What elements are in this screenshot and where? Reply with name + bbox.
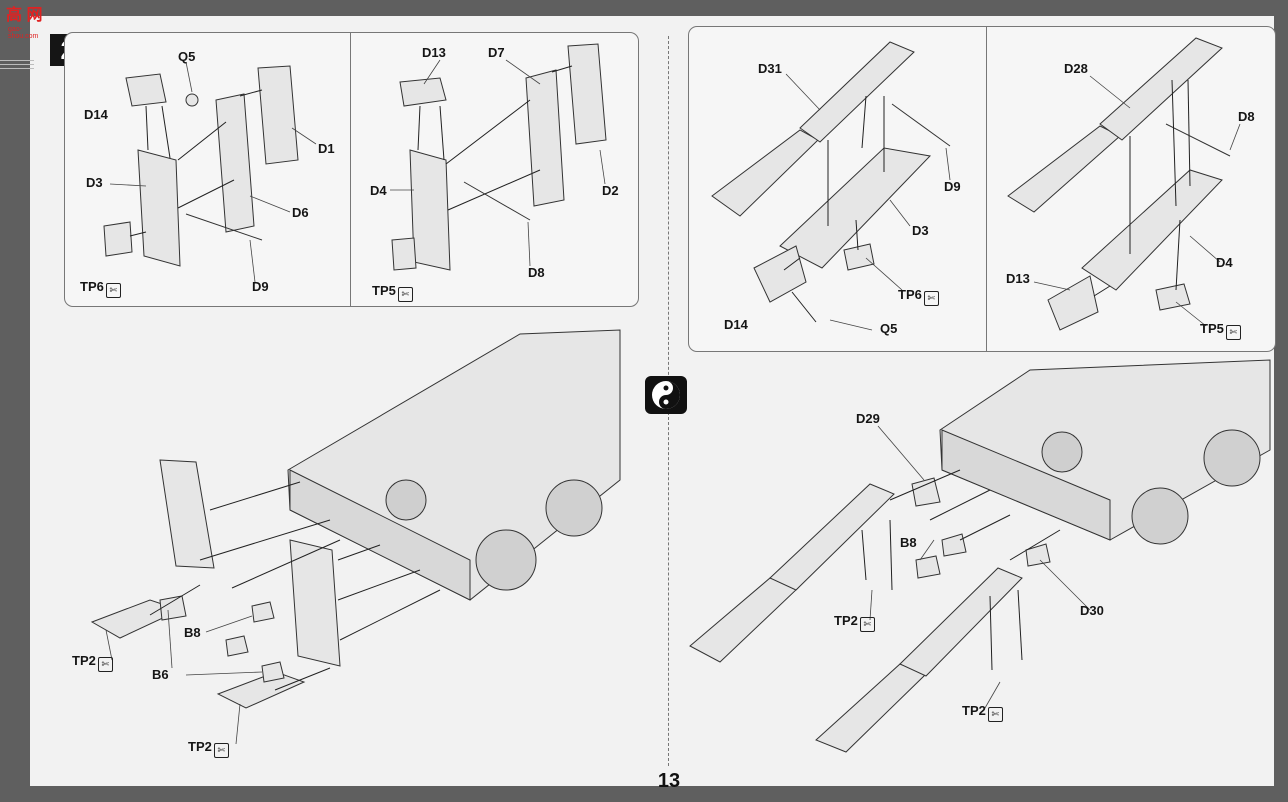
panel2-parts xyxy=(391,43,607,271)
callout-d8: D8 xyxy=(528,265,545,280)
panel3-parts xyxy=(711,41,951,303)
callout-b8: B8 xyxy=(184,625,201,640)
callout-d13: D13 xyxy=(422,45,446,60)
page-edge xyxy=(0,60,34,61)
trailer-left xyxy=(90,329,621,709)
photo-etch-part-icon: ✄ xyxy=(213,743,229,758)
turn-model-over-icon xyxy=(645,376,687,414)
callout-d30: D30 xyxy=(1080,603,1104,618)
photo-etch-part-icon: ✄ xyxy=(923,291,939,306)
callout-label: TP2 xyxy=(962,703,986,718)
callout-d14: D14 xyxy=(724,317,748,332)
leader-lines xyxy=(105,59,1241,745)
callout-d14: D14 xyxy=(84,107,108,122)
trailer-right xyxy=(689,359,1271,753)
callout-q5: Q5 xyxy=(880,321,898,336)
photo-etch-part-icon: ✄ xyxy=(987,707,1003,722)
callout-label: TP5 xyxy=(1200,321,1224,336)
callout-d28: D28 xyxy=(1064,61,1088,76)
page-edge xyxy=(0,68,34,69)
callout-label: TP5 xyxy=(372,283,396,298)
callout-tp5: TP5✄ xyxy=(372,284,413,302)
callout-tp2: TP2✄ xyxy=(962,704,1003,722)
callout-label: TP6 xyxy=(898,287,922,302)
callout-d8: D8 xyxy=(1238,109,1255,124)
callout-tp6: TP6✄ xyxy=(898,288,939,306)
panel4-parts xyxy=(1007,37,1231,331)
panel1-arrows xyxy=(129,89,263,237)
callout-q5: Q5 xyxy=(178,49,196,64)
panel4-arrows xyxy=(1093,79,1191,297)
callout-b6: B6 xyxy=(152,667,169,682)
photo-etch-part-icon: ✄ xyxy=(97,657,113,672)
callout-tp6: TP6✄ xyxy=(80,280,121,298)
callout-d29: D29 xyxy=(856,411,880,426)
logo-mark: 高 网 xyxy=(6,7,43,24)
callout-tp5: TP5✄ xyxy=(1200,322,1241,340)
trailer-right-arrows xyxy=(861,469,1061,671)
callout-d31: D31 xyxy=(758,61,782,76)
callout-d2: D2 xyxy=(602,183,619,198)
callout-d1: D1 xyxy=(318,141,335,156)
callout-tp2: TP2✄ xyxy=(834,614,875,632)
panel3-arrows xyxy=(783,95,885,323)
callout-label: TP6 xyxy=(80,279,104,294)
callout-d6: D6 xyxy=(292,205,309,220)
callout-d4: D4 xyxy=(1216,255,1233,270)
panel-divider xyxy=(350,33,351,306)
callout-label: TP2 xyxy=(188,739,212,754)
panel1-parts xyxy=(103,65,299,267)
callout-d3: D3 xyxy=(86,175,103,190)
callout-tp2: TP2✄ xyxy=(188,740,229,758)
panel-divider xyxy=(986,27,987,351)
turn-model-over-icon xyxy=(652,381,680,409)
callout-d4: D4 xyxy=(370,183,387,198)
logo-site: gao-shou.com xyxy=(8,26,39,40)
callout-d9: D9 xyxy=(944,179,961,194)
callout-b8: B8 xyxy=(900,535,917,550)
callout-tp2: TP2✄ xyxy=(72,654,113,672)
page-number: 13 xyxy=(657,770,681,792)
callout-label: TP2 xyxy=(834,613,858,628)
photo-etch-part-icon: ✄ xyxy=(1225,325,1241,340)
site-logo: 高 网 gao-shou.com xyxy=(6,2,43,41)
photo-etch-part-icon: ✄ xyxy=(397,287,413,302)
page-edge xyxy=(0,64,34,65)
photo-etch-part-icon: ✄ xyxy=(105,283,121,298)
callout-d7: D7 xyxy=(488,45,505,60)
photo-etch-part-icon: ✄ xyxy=(859,617,875,632)
trailer-left-arrows xyxy=(149,481,441,691)
callout-d3: D3 xyxy=(912,223,929,238)
callout-d9: D9 xyxy=(252,279,269,294)
panel2-arrows xyxy=(417,65,573,211)
callout-d13: D13 xyxy=(1006,271,1030,286)
callout-label: TP2 xyxy=(72,653,96,668)
